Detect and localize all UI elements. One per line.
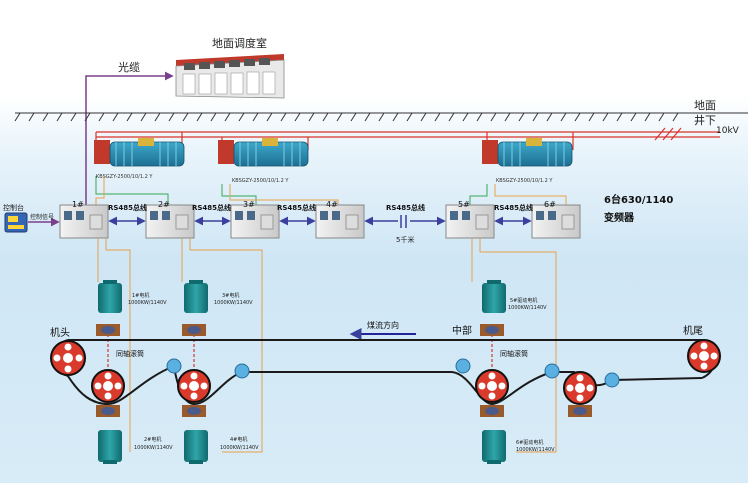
distance-label: 5千米	[396, 235, 414, 244]
motor-5: 5#驱动电机 1000KW/1140V	[480, 280, 547, 336]
motor-5-line2: 1000KW/1140V	[508, 305, 547, 311]
drive-drum-4	[563, 371, 597, 405]
rs485-label-4: RS485总线	[386, 203, 425, 212]
drive-drum-2	[177, 369, 211, 403]
control-room-screens	[184, 58, 270, 70]
inverter-6[interactable]: 6#	[531, 200, 581, 239]
inverter-3-label: 3#	[243, 200, 255, 209]
rs485-label-5: RS485总线	[494, 203, 533, 212]
inverter-4[interactable]: 4#	[315, 200, 365, 239]
control-signal-label: 控制信号	[30, 213, 54, 221]
motor-6-line1: 6#驱动电机	[516, 439, 543, 446]
inverter-5-label: 5#	[458, 200, 470, 209]
transformer-1-label: KBSGZY-2500/10/1.2 Y	[96, 174, 153, 180]
motor-3: 3#电机 1000KW/1140V	[182, 280, 253, 336]
inverter-1-label: 1#	[72, 200, 84, 209]
coal-flow-label: 煤流方向	[367, 320, 399, 330]
power-lines-10kv	[95, 127, 720, 150]
motor-1-line1: 1#电机	[132, 292, 149, 299]
rs485-label-3: RS485总线	[277, 203, 316, 212]
motor-2-line2: 1000KW/1140V	[134, 445, 173, 451]
idler-rollers	[166, 358, 620, 388]
control-room: 地面调度室	[175, 36, 285, 99]
distribution-wires	[95, 176, 567, 205]
inverter-4-label: 4#	[326, 200, 338, 209]
drum-tail	[687, 339, 721, 373]
transformer-2-label: KBSGZY-2500/10/1.2 Y	[232, 178, 289, 184]
control-room-cabinets	[182, 71, 276, 95]
motor-feed-wires	[97, 238, 557, 453]
motor-6: 6#驱动电机 1000KW/1140V	[480, 405, 555, 464]
head-label: 机头	[50, 326, 70, 339]
vfd-summary-line1: 6台630/1140	[604, 193, 673, 206]
conveyor-belt	[52, 339, 717, 406]
motor-6-line2: 1000KW/1140V	[516, 447, 555, 453]
fiber-cable-line	[85, 71, 174, 222]
motor-3-line2: 1000KW/1140V	[214, 300, 253, 306]
drum-head	[50, 340, 86, 376]
transformer-3-label: KBSGZY-2500/10/1.2 Y	[496, 178, 553, 184]
drum-4-base	[568, 405, 592, 417]
surface-label: 地面	[694, 99, 716, 112]
coaxial-label-1: 同轴滚筒	[116, 349, 144, 358]
motor-4-line1: 4#电机	[230, 436, 247, 443]
motor-3-line1: 3#电机	[222, 292, 239, 299]
transformer-2: KBSGZY-2500/10/1.2 Y	[218, 138, 309, 184]
inverter-3[interactable]: 3#	[230, 200, 280, 239]
ground-line	[14, 112, 748, 122]
console[interactable]: 控制台	[3, 203, 28, 233]
motor-2-line1: 2#电机	[144, 436, 161, 443]
fiber-label: 光缆	[118, 60, 140, 74]
control-room-label: 地面调度室	[212, 36, 267, 50]
motor-2: 2#电机 1000KW/1140V	[96, 405, 173, 464]
motor-4-line2: 1000KW/1140V	[220, 445, 259, 451]
inverter-2-label: 2#	[158, 200, 170, 209]
inverter-1[interactable]: 1#	[59, 200, 109, 239]
motor-1: 1#电机 1000KW/1140V	[96, 280, 167, 336]
rs485-label-2: RS485总线	[192, 203, 231, 212]
inverter-6-label: 6#	[544, 200, 556, 209]
tail-label: 机尾	[683, 324, 703, 337]
middle-label: 中部	[452, 324, 472, 337]
motor-4: 4#电机 1000KW/1140V	[182, 405, 259, 464]
underground-label: 井下	[694, 113, 716, 127]
drive-drum-1	[91, 369, 125, 403]
motor-1-line2: 1000KW/1140V	[128, 300, 167, 306]
motor-5-line1: 5#驱动电机	[510, 297, 537, 304]
rs485-bus	[108, 215, 532, 228]
voltage-label: 10kV	[716, 126, 740, 136]
transformer-3: KBSGZY-2500/10/1.2 Y	[482, 138, 573, 184]
vfd-summary-line2: 变频器	[604, 211, 635, 224]
coaxial-label-2: 同轴滚筒	[500, 349, 528, 358]
transformer-1: KBSGZY-2500/10/1.2 Y	[94, 138, 185, 180]
rs485-label-1: RS485总线	[108, 203, 147, 212]
coupling-dashes	[107, 334, 493, 400]
inverter-2[interactable]: 2#	[145, 200, 195, 239]
console-label: 控制台	[3, 203, 24, 212]
drive-drum-3	[475, 369, 509, 403]
inverter-5[interactable]: 5#	[445, 200, 495, 239]
